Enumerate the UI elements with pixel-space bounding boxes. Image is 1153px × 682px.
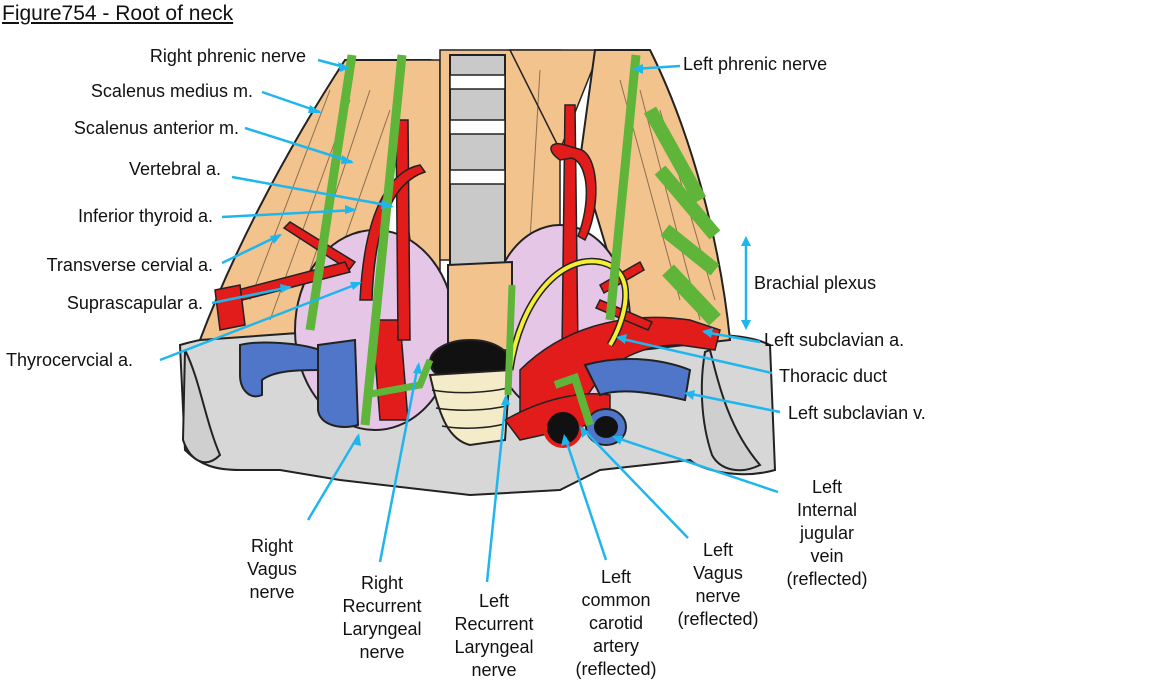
label-left-common-carotid-artery: Left common carotid artery (reflected) — [575, 567, 657, 679]
right-subclavian-artery-stub — [214, 284, 246, 331]
thoracic-duct-fill — [508, 259, 628, 371]
label-left-phrenic-nerve: Left phrenic nerve — [683, 54, 828, 74]
brachial-plexus-trunk-3 — [660, 224, 720, 276]
right-vertebral-artery — [395, 119, 411, 341]
label-vertebral-artery: Vertebral a. — [128, 159, 221, 179]
label-scalenus-medius: Scalenus medius m. — [90, 81, 253, 101]
left-inferior-thyroid-loop — [550, 143, 597, 242]
label-scalenus-anterior: Scalenus anterior m. — [73, 118, 239, 138]
label-thoracic-duct: Thoracic duct — [779, 366, 888, 386]
right-scalenus-medius — [198, 59, 432, 342]
right-phrenic-nerve — [305, 54, 357, 331]
brachial-plexus-trunk-2 — [654, 165, 721, 240]
label-right-recurrent-laryngeal-nerve: Right Recurrent Laryngeal nerve — [342, 573, 422, 662]
tracheal-rings — [449, 74, 506, 185]
leader-lines — [159, 58, 781, 583]
label-suprascapular-artery: Suprascapular a. — [66, 293, 203, 313]
label-thyrocervical-trunk: Thyrocervcial a. — [6, 350, 134, 370]
label-left-subclavian-artery: Left subclavian a. — [764, 330, 905, 350]
pleura-flap-left — [700, 348, 762, 472]
right-brachiocephalic-vein — [317, 338, 360, 428]
leader-arrowheads — [270, 62, 751, 446]
label-right-vagus-nerve: Right Vagus nerve — [247, 536, 297, 602]
figure-title: Figure754 - Root of neck — [2, 2, 234, 25]
esophagus-bands — [431, 387, 509, 429]
right-recurrent-laryngeal-nerve — [364, 358, 434, 399]
left-vagus-nerve — [553, 372, 594, 427]
left-internal-jugular-lumen — [594, 416, 618, 438]
label-left-subclavian-vein: Left subclavian v. — [788, 403, 926, 423]
label-transverse-cervical-artery: Transverse cervial a. — [46, 255, 213, 275]
left-common-carotid — [561, 104, 579, 351]
brachial-plexus-trunk-1 — [643, 106, 707, 204]
nerves-group — [305, 54, 721, 427]
label-left-internal-jugular-vein: Left Internal jugular vein (reflected) — [786, 477, 868, 589]
label-left-recurrent-laryngeal-nerve: Left Recurrent Laryngeal nerve — [454, 591, 534, 680]
right-subclavian-vein — [239, 341, 321, 398]
right-vagus-nerve — [360, 54, 407, 426]
pleura-flap-right — [181, 349, 222, 464]
label-inferior-thyroid-artery: Inferior thyroid a. — [77, 206, 213, 226]
label-brachial-plexus: Brachial plexus — [754, 273, 877, 293]
left-phrenic-nerve — [605, 54, 641, 321]
label-left-vagus-nerve: Left Vagus nerve (reflected) — [677, 540, 759, 629]
left-recurrent-laryngeal-nerve — [504, 284, 516, 396]
label-right-phrenic-nerve: Right phrenic nerve — [149, 46, 306, 66]
left-subclavian-vein — [583, 358, 692, 402]
brachial-plexus-trunk-4 — [662, 264, 721, 326]
trachea-cut-stump — [447, 260, 513, 354]
left-scalenus-anterior — [508, 49, 602, 152]
